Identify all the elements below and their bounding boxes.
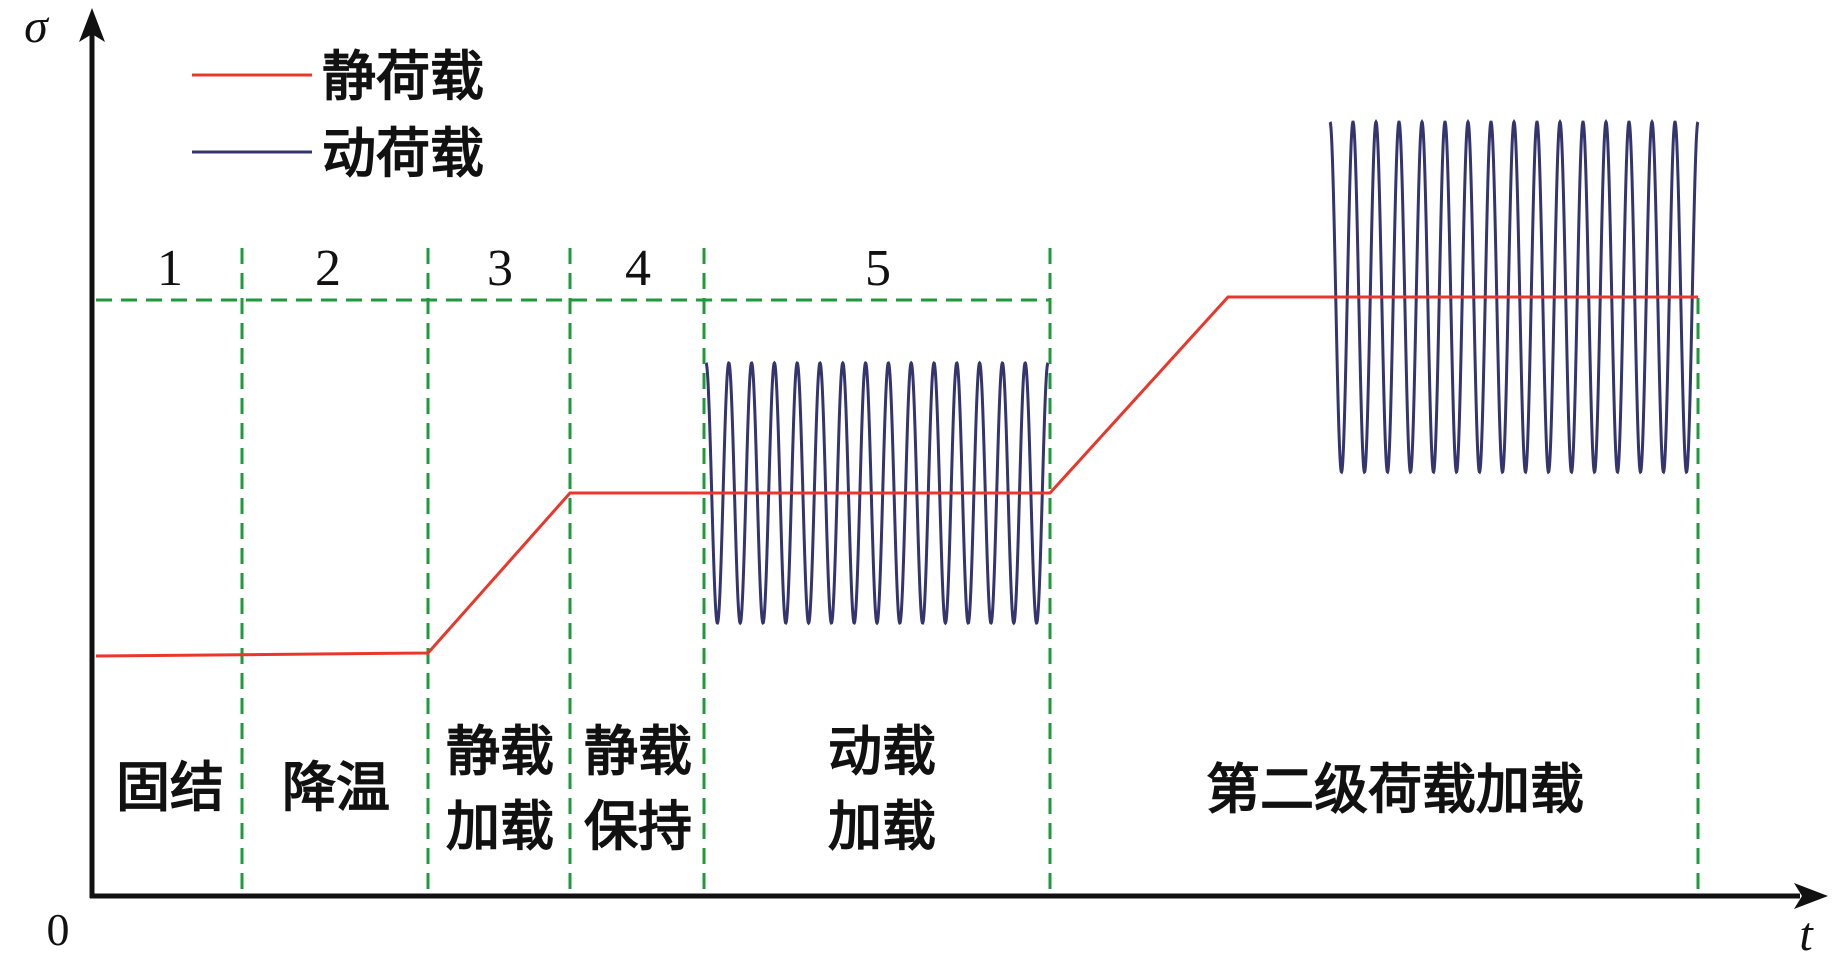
stage-label-5-line-1: 动载 — [828, 719, 936, 783]
stage-label-5-line-2: 加载 — [828, 794, 936, 858]
dynamic-load-curve-second-level — [1328, 119, 1700, 475]
stage-label-3-line-1: 静载 — [446, 719, 554, 783]
stage-labels: 固结 降温 静载 加载 静载 保持 动载 加载 第二级荷载加载 — [116, 719, 1584, 858]
stage-number-3: 3 — [487, 240, 513, 297]
stage-number-5: 5 — [865, 240, 891, 297]
stage-label-4-line-1: 静载 — [584, 719, 692, 783]
legend: 静荷载 动荷载 — [192, 44, 484, 185]
y-axis-arrow-icon — [79, 8, 105, 42]
stage-number-4: 4 — [625, 240, 651, 297]
static-load-curve — [95, 295, 1698, 658]
x-axis-arrow-icon — [1794, 883, 1828, 909]
stage-label-4-line-2: 保持 — [584, 794, 692, 858]
stage-number-1: 1 — [157, 240, 183, 297]
stage-label-2: 降温 — [282, 755, 390, 819]
stage-label-1: 固结 — [116, 755, 224, 819]
axes — [89, 22, 1800, 899]
legend-label-dynamic: 动荷载 — [322, 121, 484, 185]
dynamic-load-curve-stage-5 — [704, 360, 1050, 626]
stage-label-6: 第二级荷载加载 — [1206, 757, 1584, 821]
stage-numbers: 1 2 3 4 5 — [157, 240, 891, 297]
legend-label-static: 静荷载 — [322, 44, 484, 108]
x-axis-symbol: t — [1799, 908, 1814, 961]
origin-label: 0 — [47, 904, 70, 955]
stage-number-2: 2 — [315, 240, 341, 297]
guide-lines — [96, 248, 1700, 895]
stage-label-3-line-2: 加载 — [446, 794, 554, 858]
y-axis-symbol: σ — [24, 0, 50, 53]
